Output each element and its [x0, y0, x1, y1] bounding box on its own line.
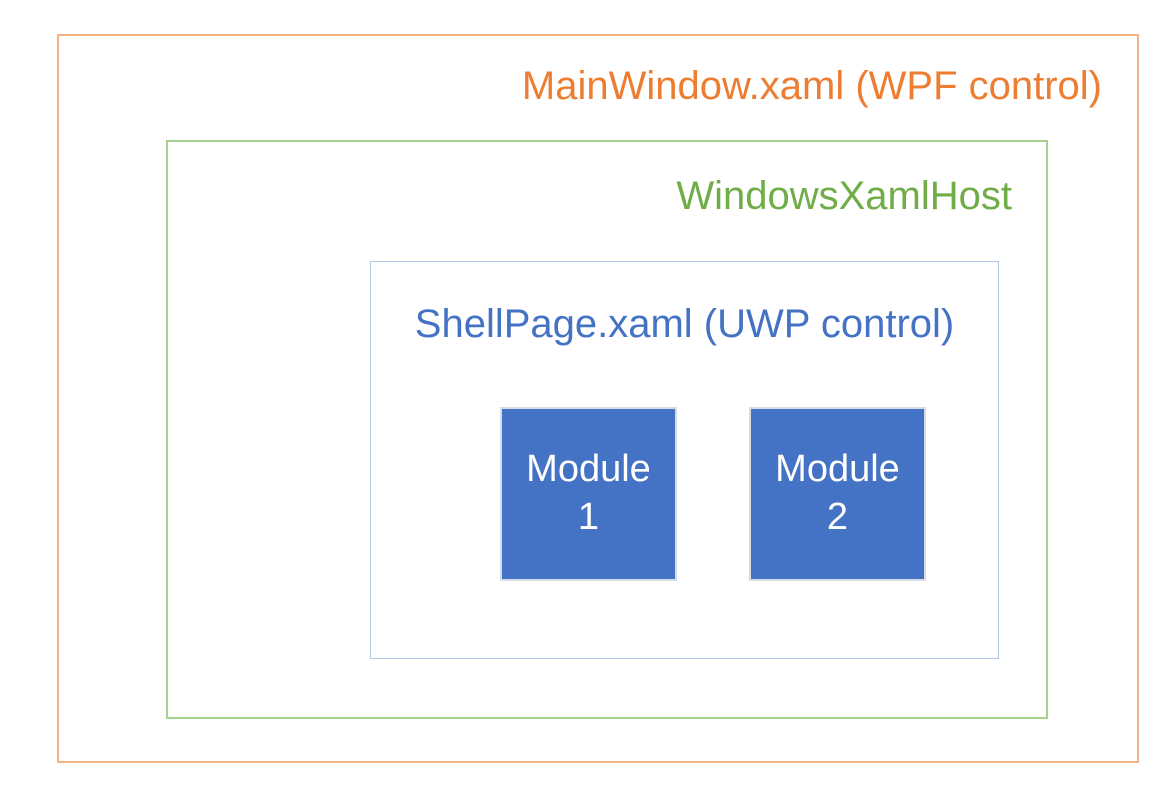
module-1-number: 1	[577, 496, 600, 538]
module-2-box: Module 2	[749, 407, 926, 581]
windowsxamlhost-box	[166, 140, 1048, 719]
shellpage-box	[370, 261, 999, 659]
shellpage-label: ShellPage.xaml (UWP control)	[414, 302, 955, 346]
mainwindow-label: MainWindow.xaml (WPF control)	[521, 64, 1102, 108]
windowsxamlhost-label: WindowsXamlHost	[676, 174, 1012, 218]
module-1-box: Module 1	[500, 407, 677, 581]
module-2-number: 2	[826, 496, 849, 538]
module-1-label: Module	[526, 448, 651, 491]
module-2-label: Module	[775, 448, 900, 491]
mainwindow-box	[57, 34, 1139, 763]
